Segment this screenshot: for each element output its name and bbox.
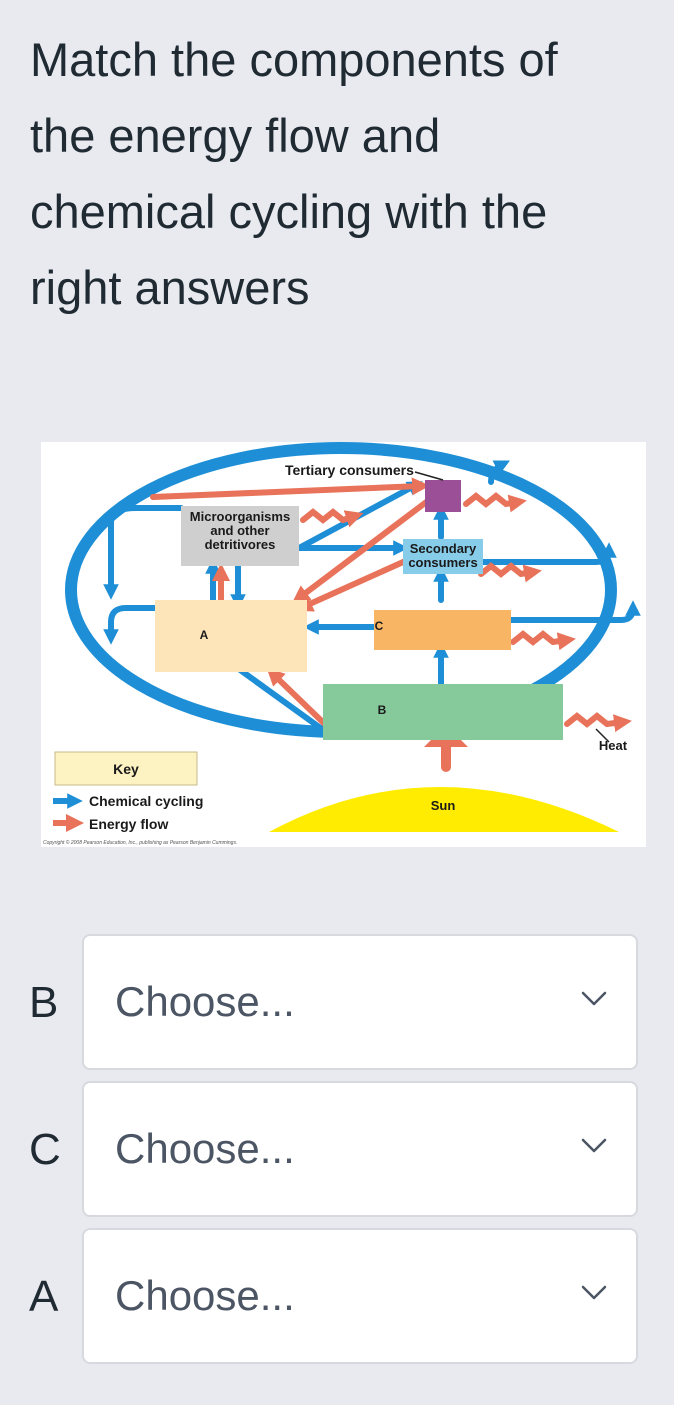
label-secondary-2: consumers [408, 555, 477, 570]
key-box [54, 751, 198, 786]
answer-row-c: C Choose... [0, 1081, 674, 1219]
label-sun: Sun [431, 798, 456, 813]
chevron-down-icon [581, 991, 607, 1006]
label-secondary-1: Secondary [410, 541, 477, 556]
answer-row-a: A Choose... [0, 1228, 674, 1366]
question-text: Match the components of the energy flow … [30, 33, 558, 314]
row-letter: A [29, 1272, 59, 1321]
chemical-arrow-tertiary-top [488, 460, 510, 485]
energy-arrow-tertiary-to-a [291, 497, 432, 604]
label-micro-1: Microorganisms [190, 509, 290, 524]
copyright-text: Copyright © 2008 Pearson Education, Inc.… [43, 839, 237, 846]
chemical-arrow-c-right [508, 600, 641, 623]
chevron-down-icon [581, 1285, 607, 1300]
heat-squiggle-c [510, 630, 576, 651]
label-box-b: B [378, 703, 387, 717]
box-a [155, 600, 307, 672]
label-energy: Energy flow [89, 816, 168, 832]
answer-select-c[interactable]: Choose... [82, 1081, 638, 1217]
answer-row-b: B Choose... [0, 934, 674, 1072]
label-tertiary: Tertiary consumers [285, 462, 414, 478]
select-placeholder: Choose... [115, 1125, 295, 1172]
diagram-svg: Tertiary consumers Microorganisms and ot… [43, 442, 641, 846]
heat-squiggle-secondary [478, 562, 542, 583]
select-placeholder: Choose... [115, 978, 295, 1025]
select-placeholder: Choose... [115, 1272, 295, 1319]
heat-pointer-line [595, 728, 610, 743]
sun-shape [269, 787, 619, 832]
tertiary-box [425, 480, 461, 512]
label-micro-3: detritivores [205, 537, 276, 552]
box-b [323, 684, 563, 740]
chemical-arrow-a-to-b [233, 664, 333, 737]
label-key: Key [113, 761, 139, 777]
chemical-arrow-a-out [103, 605, 158, 645]
micro-box [181, 506, 299, 566]
tertiary-pointer-line [414, 471, 444, 481]
answer-select-a[interactable]: Choose... [82, 1228, 638, 1364]
chemical-arrow-secondary-right [478, 542, 617, 565]
label-micro-2: and other [210, 523, 269, 538]
answer-select-b[interactable]: Choose... [82, 934, 638, 1070]
energy-flow-diagram: Tertiary consumers Microorganisms and ot… [41, 442, 646, 847]
heat-squiggle-micro [300, 508, 364, 528]
label-chem: Chemical cycling [89, 793, 203, 809]
chemical-arrow-micro-out [103, 505, 184, 600]
heat-squiggle-tertiary [463, 492, 527, 513]
energy-arrow-secondary-to-a [294, 551, 424, 612]
energy-arrow-a-to-b [266, 667, 334, 733]
secondary-box [403, 539, 483, 574]
label-heat: Heat [599, 738, 628, 753]
label-box-a: A [200, 628, 209, 642]
energy-arrow-to-tertiary [150, 477, 430, 500]
row-letter: C [29, 1125, 61, 1174]
chevron-down-icon [581, 1138, 607, 1153]
box-c [374, 610, 511, 650]
label-box-c: C [375, 619, 384, 633]
heat-squiggle-b [564, 712, 632, 733]
row-letter: B [29, 978, 59, 1027]
